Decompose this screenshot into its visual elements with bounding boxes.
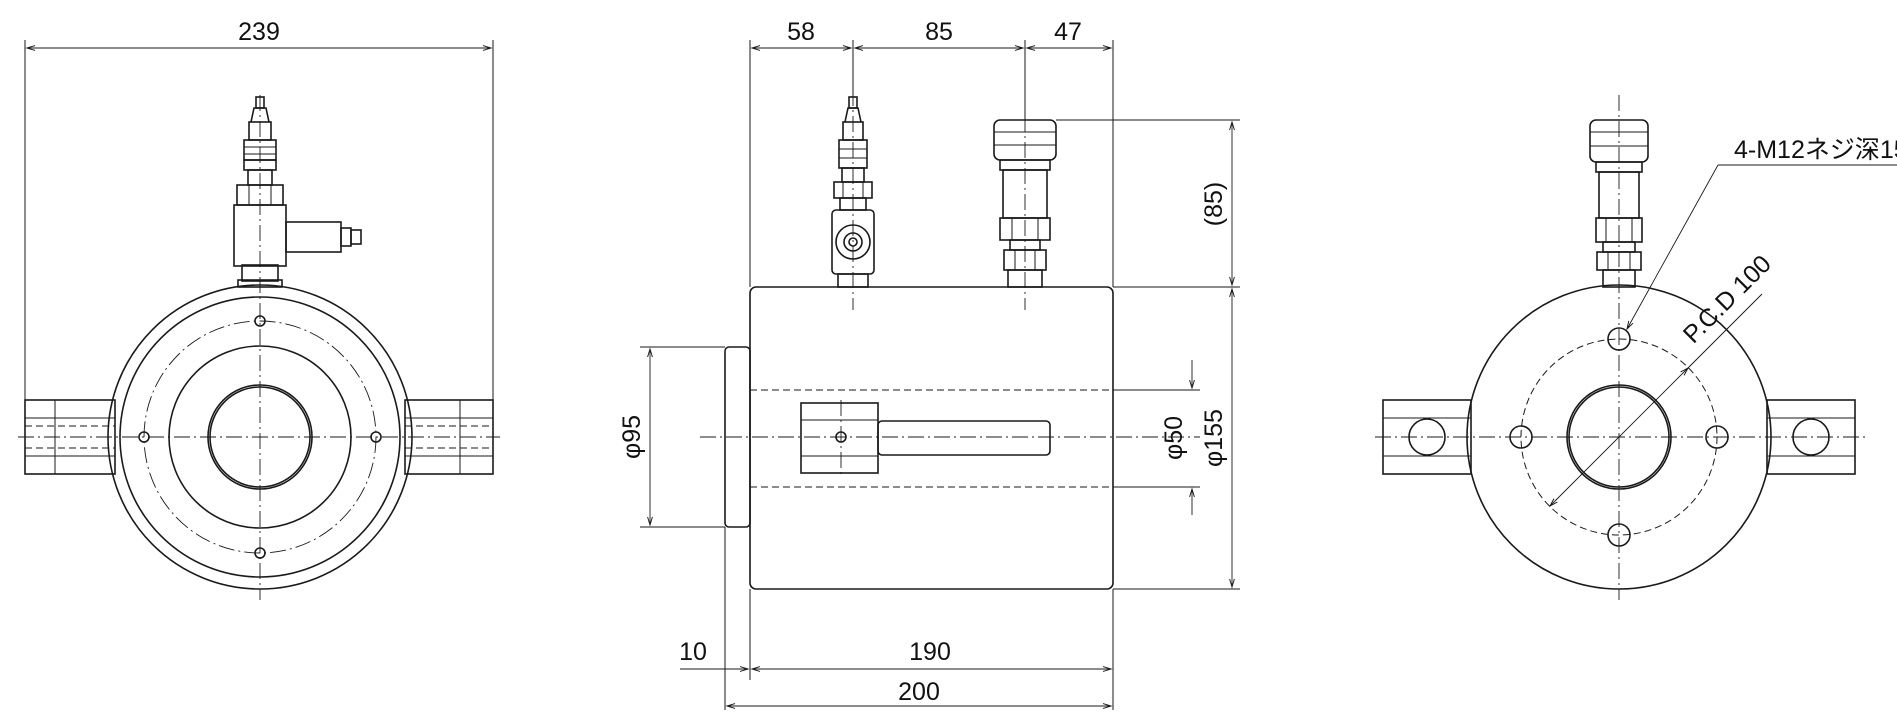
dim-pos-c: 47 (1054, 18, 1082, 46)
side-view: 58 85 47 (85) φ155 φ50 φ95 10 190 200 (618, 18, 1240, 710)
pcd-dimension-line (1548, 366, 1690, 508)
thread-note: 4-M12ネジ深15 (1734, 136, 1897, 164)
rear-view: P.C.D 100 4-M12ネジ深15 (1375, 95, 1897, 600)
dim-body-length: 190 (909, 638, 951, 666)
dim-overall-width: 239 (238, 18, 280, 46)
dim-pos-b: 85 (925, 18, 953, 46)
dim-total-length: 200 (898, 678, 940, 706)
dim-pos-a: 58 (787, 18, 815, 46)
side-body (749, 286, 1114, 590)
dim-diameter-inner: φ50 (1160, 416, 1188, 460)
dim-diameter-pilot: φ95 (618, 415, 646, 459)
side-fitting-b (993, 90, 1057, 310)
dim-diameter-outer: φ155 (1200, 409, 1228, 467)
side-bracket (800, 400, 1051, 478)
front-fitting (233, 96, 362, 288)
dim-flange: 10 (679, 638, 707, 666)
pcd-note: P.C.D 100 (1678, 250, 1777, 349)
side-fitting-a (831, 90, 875, 310)
rear-fitting (1589, 119, 1649, 288)
thread-leader (1626, 164, 1719, 331)
dim-height-ref: (85) (1200, 182, 1228, 226)
front-view: 239 (18, 18, 500, 600)
